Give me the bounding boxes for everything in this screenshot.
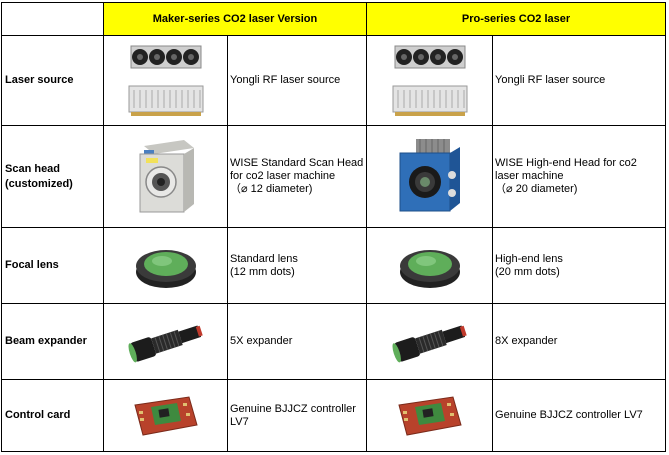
table-row: Focal lens Standard lens (12 mm dots) Hi…	[1, 227, 667, 304]
standard-lens-image-cell	[103, 227, 228, 304]
pro-series-header: Pro-series CO2 laser	[366, 2, 667, 36]
maker-laser-source-desc: Yongli RF laser source	[226, 35, 368, 126]
desc-line: 8X expander	[495, 335, 558, 348]
header-row: Maker-series CO2 laser Version Pro-serie…	[1, 2, 667, 36]
beam-expander-icon	[392, 324, 467, 362]
row-label-focal-lens: Focal lens	[1, 227, 104, 304]
control-card-icon	[397, 395, 462, 436]
maker-lens-desc: Standard lens (12 mm dots)	[226, 227, 368, 304]
table-row: Scan head (customized) WISE Standard Sca…	[1, 125, 667, 228]
desc-line: Yongli RF laser source	[495, 74, 606, 87]
laser-source-icon	[128, 45, 203, 116]
desc-line: High-end lens	[495, 252, 563, 265]
desc-line: laser machine	[495, 170, 564, 183]
maker-scan-head-desc: WISE Standard Scan Head for co2 laser ma…	[226, 125, 368, 228]
row-label-line: Beam expander	[5, 335, 87, 348]
desc-line: 5X expander	[230, 335, 293, 348]
pro-control-card-desc: Genuine BJJCZ controller LV7	[492, 379, 667, 452]
desc-line: WISE Standard Scan Head	[230, 157, 364, 170]
laser-source-icon	[392, 45, 468, 116]
row-label-scan-head: Scan head (customized)	[1, 125, 104, 228]
pro-laser-source-desc: Yongli RF laser source	[492, 35, 667, 126]
row-label-laser-source: Laser source	[1, 35, 104, 126]
row-label-beam-expander: Beam expander	[1, 303, 104, 380]
desc-line: Yongli RF laser source	[230, 74, 341, 87]
maker-series-header: Maker-series CO2 laser Version	[102, 2, 368, 36]
5x-expander-image-cell	[103, 303, 228, 380]
desc-line: (20 mm dots)	[495, 265, 560, 278]
highend-scan-head-image-cell	[366, 125, 494, 228]
pro-laser-source-image-cell	[366, 35, 494, 126]
maker-control-card-desc: Genuine BJJCZ controller LV7	[226, 379, 368, 452]
row-label-line: Laser source	[5, 74, 74, 87]
desc-line: （⌀ 12 diameter)	[230, 182, 313, 195]
table-row: Control card Genuine BJJCZ controller LV…	[1, 379, 667, 452]
desc-line: Genuine BJJCZ controller	[230, 402, 356, 415]
focal-lens-icon	[399, 249, 460, 288]
desc-line: LV7	[230, 415, 249, 428]
standard-scan-head-image-cell	[103, 125, 228, 228]
table-row: Laser source Yongli RF laser source	[1, 35, 667, 126]
laser-source-image-cell	[103, 35, 228, 126]
row-label-line: (customized)	[5, 177, 73, 190]
pro-scan-head-desc: WISE High-end Head for co2 laser machine…	[492, 125, 667, 228]
desc-line: WISE High-end Head for co2	[495, 157, 637, 170]
row-label-line: Scan head	[5, 163, 61, 176]
beam-expander-icon	[128, 324, 203, 362]
scan-head-icon	[139, 139, 194, 212]
scan-head-icon	[399, 138, 460, 211]
maker-expander-desc: 5X expander	[226, 303, 368, 380]
desc-line: Genuine BJJCZ controller LV7	[495, 409, 643, 422]
highend-lens-image-cell	[366, 227, 494, 304]
desc-line: (12 mm dots)	[230, 265, 295, 278]
desc-line: （⌀ 20 diameter)	[495, 182, 578, 195]
8x-expander-image-cell	[366, 303, 494, 380]
control-card-icon	[133, 395, 198, 436]
row-label-line: Control card	[5, 409, 71, 422]
pro-expander-desc: 8X expander	[492, 303, 667, 380]
desc-line: Standard lens	[230, 252, 298, 265]
table-row: Beam expander 5X expander	[1, 303, 667, 380]
focal-lens-icon	[135, 249, 196, 288]
pro-control-card-image-cell	[366, 379, 494, 452]
maker-control-card-image-cell	[103, 379, 228, 452]
header-blank-cell	[1, 2, 104, 36]
pro-lens-desc: High-end lens (20 mm dots)	[492, 227, 667, 304]
row-label-line: Focal lens	[5, 259, 59, 272]
desc-line: for co2 laser machine	[230, 170, 336, 183]
row-label-control-card: Control card	[1, 379, 104, 452]
